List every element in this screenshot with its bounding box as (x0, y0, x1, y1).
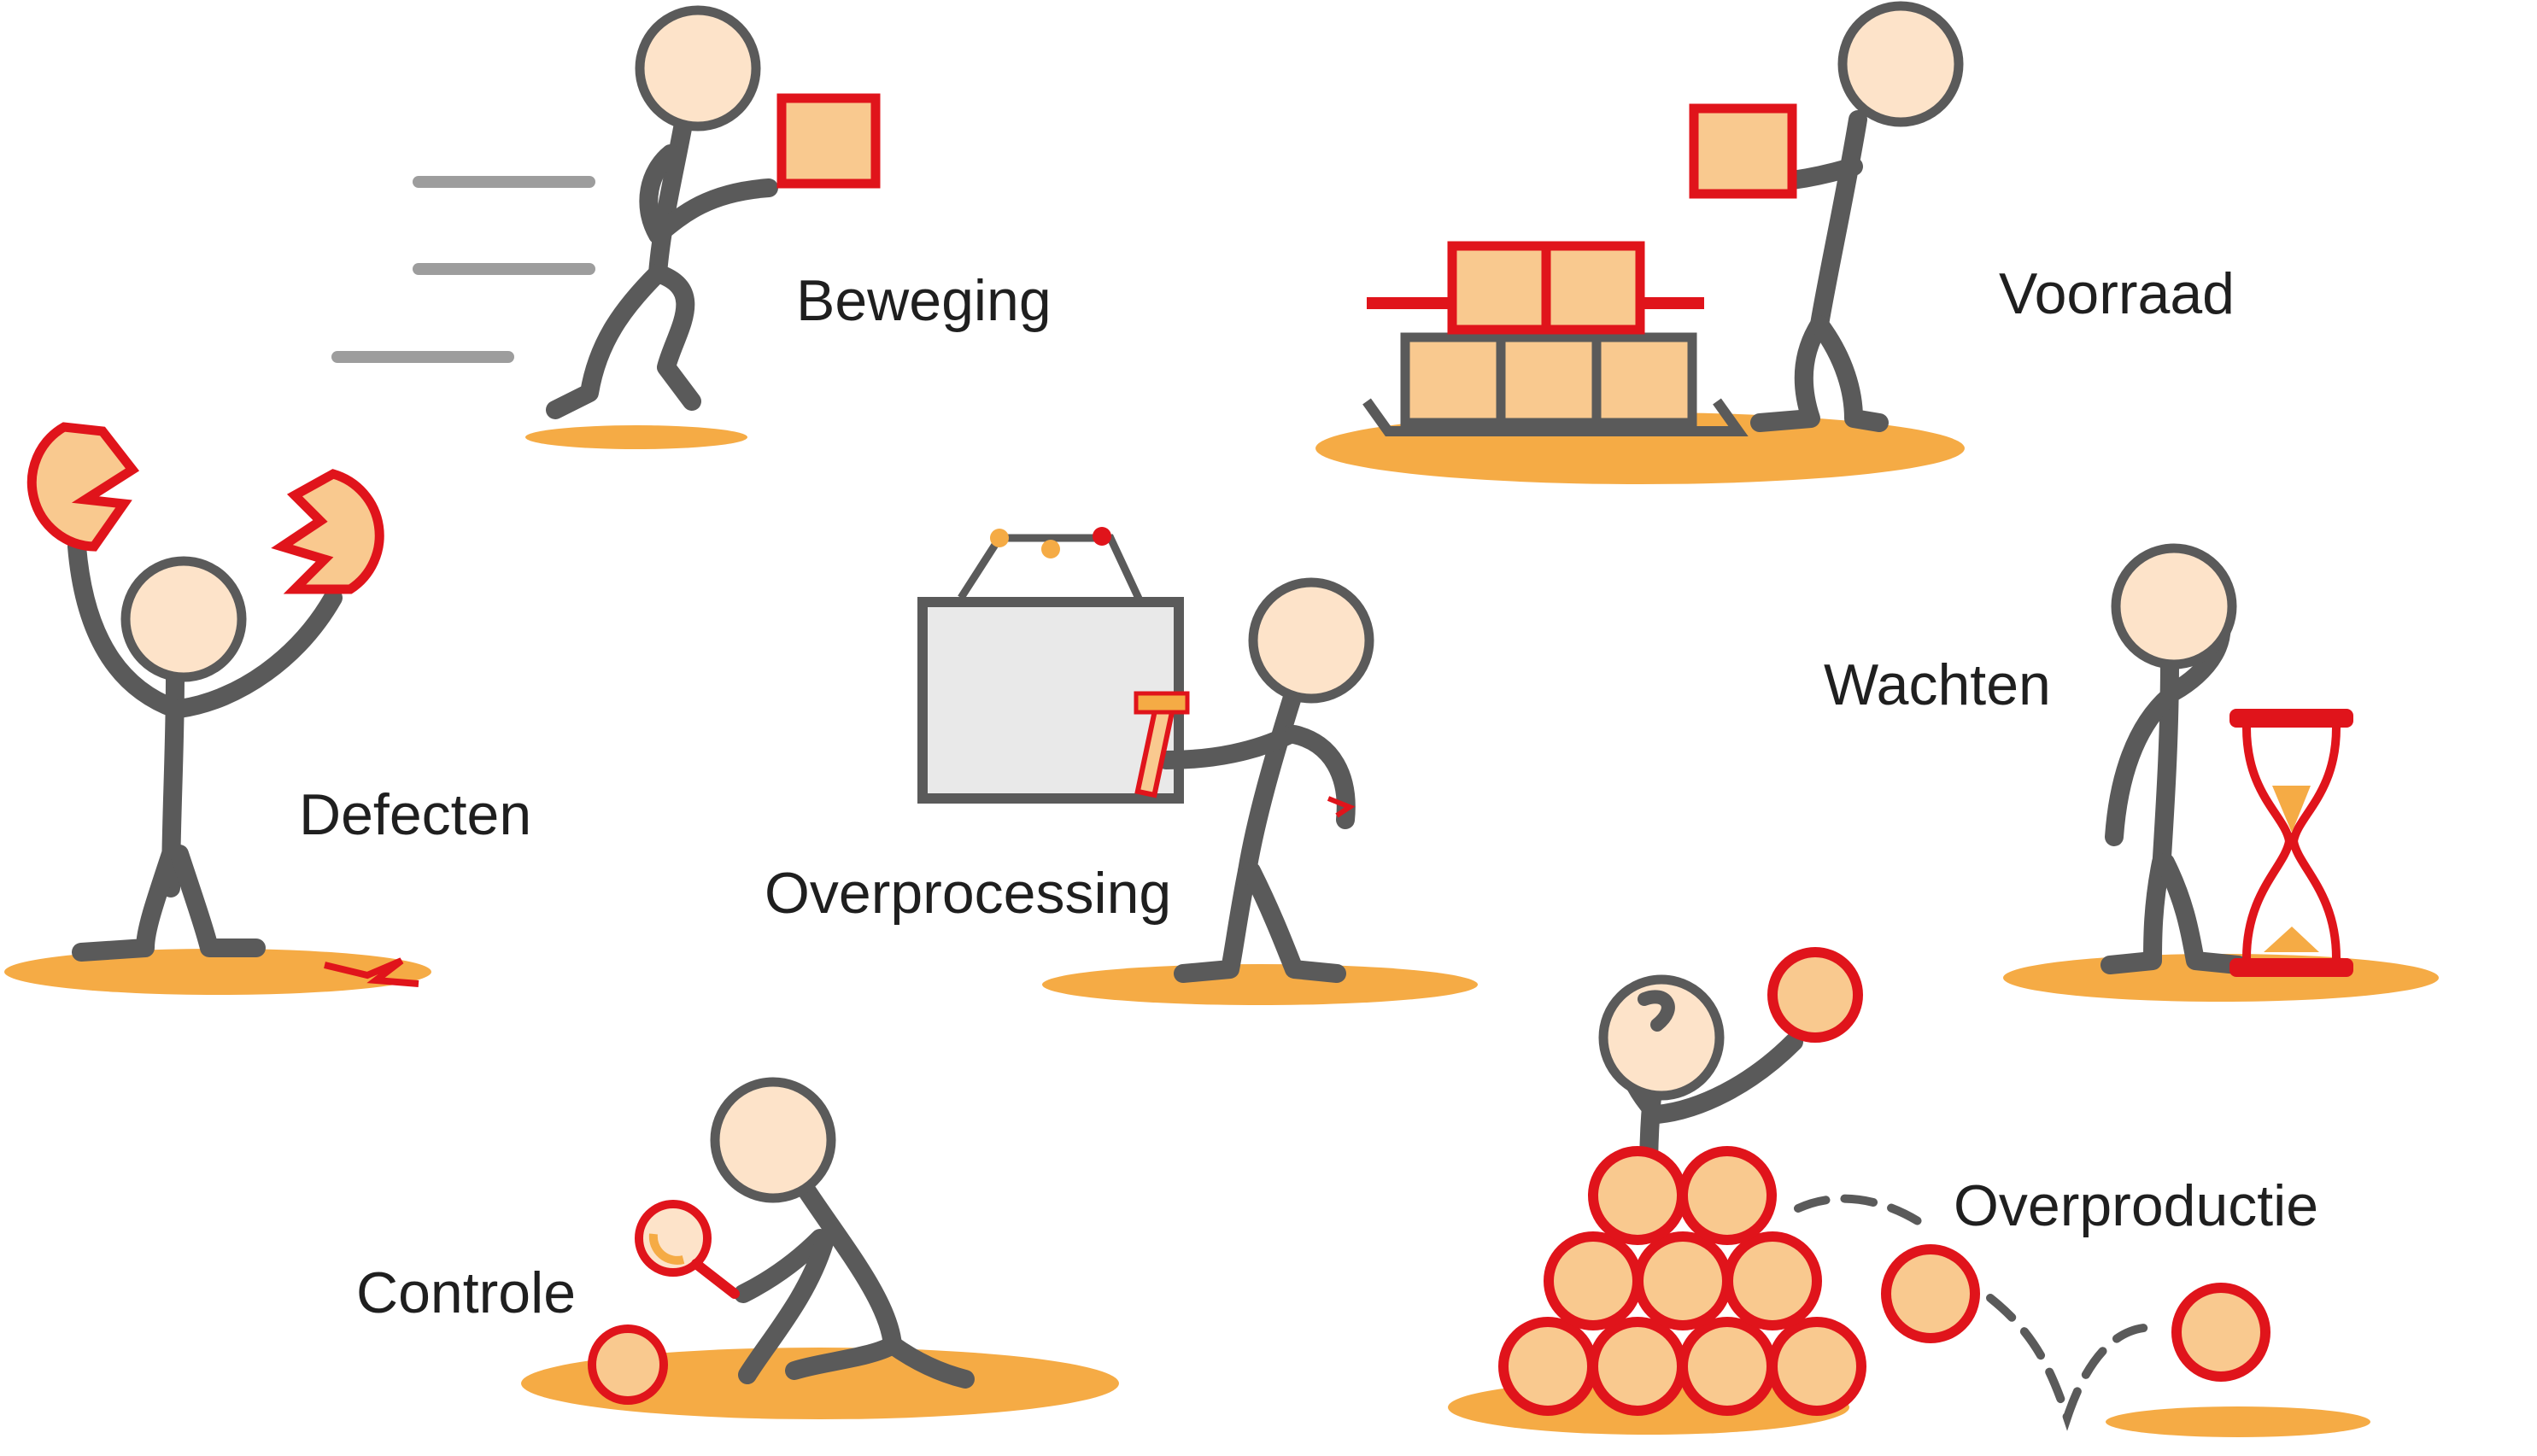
label-defecten: Defecten (299, 782, 532, 847)
wachten-head (2111, 543, 2237, 670)
board-pin-2 (1041, 540, 1060, 558)
throw-path-2 (1986, 1294, 2148, 1431)
hourglass-sand-bottom (2264, 927, 2319, 952)
label-wachten: Wachten (1824, 652, 2051, 717)
beweging-figure (331, 5, 881, 449)
held-stock-box (1689, 103, 1797, 199)
magnifier-glint (648, 1233, 685, 1265)
stock-box-5 (1541, 241, 1645, 335)
board-string (958, 534, 1145, 604)
pallet (1362, 398, 1749, 436)
carried-box (776, 93, 881, 189)
beweging-head (635, 5, 761, 132)
stock-box-4 (1447, 241, 1551, 335)
board-pin-3 (1093, 527, 1111, 546)
stock-box-1 (1400, 332, 1506, 428)
voorraad-figure (1315, 1, 1965, 484)
hourglass-glass (2242, 727, 2341, 959)
hourglass-sand-top (2272, 786, 2311, 833)
overproductie-figure (1448, 947, 2370, 1437)
magnifier-lens (635, 1200, 712, 1277)
wachten-figure (2003, 543, 2439, 1002)
ball-pyramid (1498, 1146, 1866, 1416)
hourglass-top (2229, 709, 2353, 728)
label-voorraad: Voorraad (1999, 261, 2235, 326)
magnifier-handle (691, 1259, 740, 1299)
overproductie-head (1598, 974, 1725, 1101)
stock-box-2 (1496, 332, 1602, 428)
label-overproductie: Overproductie (1954, 1173, 2319, 1238)
falling-ball-1 (1881, 1244, 1980, 1343)
voorraad-head (1837, 1, 1964, 127)
controle-head (710, 1077, 836, 1203)
broken-part-right (271, 469, 384, 594)
label-beweging: Beweging (796, 268, 1052, 333)
controle-figure (521, 1077, 1119, 1419)
label-controle: Controle (356, 1260, 577, 1325)
overprocessing-figure (917, 527, 1478, 1005)
overprocessing-shadow (1042, 964, 1478, 1005)
throw-path-1 (1794, 1194, 1935, 1234)
falling-ball-2 (2171, 1283, 2270, 1382)
defecten-figure (4, 422, 431, 995)
beweging-shadow (525, 425, 747, 449)
stock-box-3 (1591, 332, 1697, 428)
controle-shadow (521, 1348, 1119, 1419)
overprocessing-head (1248, 577, 1374, 704)
defecten-shadow (4, 949, 431, 995)
defecten-head (120, 556, 247, 682)
defect-crack (324, 957, 419, 987)
broken-part-left (26, 422, 140, 552)
label-overprocessing: Overprocessing (765, 861, 1172, 926)
hammer-head (1134, 691, 1190, 715)
hourglass-bottom (2229, 958, 2353, 977)
board-pin-1 (990, 529, 1009, 547)
bounce-shadow (2106, 1406, 2370, 1437)
inspected-ball (588, 1324, 668, 1405)
spark (1327, 796, 1356, 818)
held-ball (1767, 947, 1863, 1043)
